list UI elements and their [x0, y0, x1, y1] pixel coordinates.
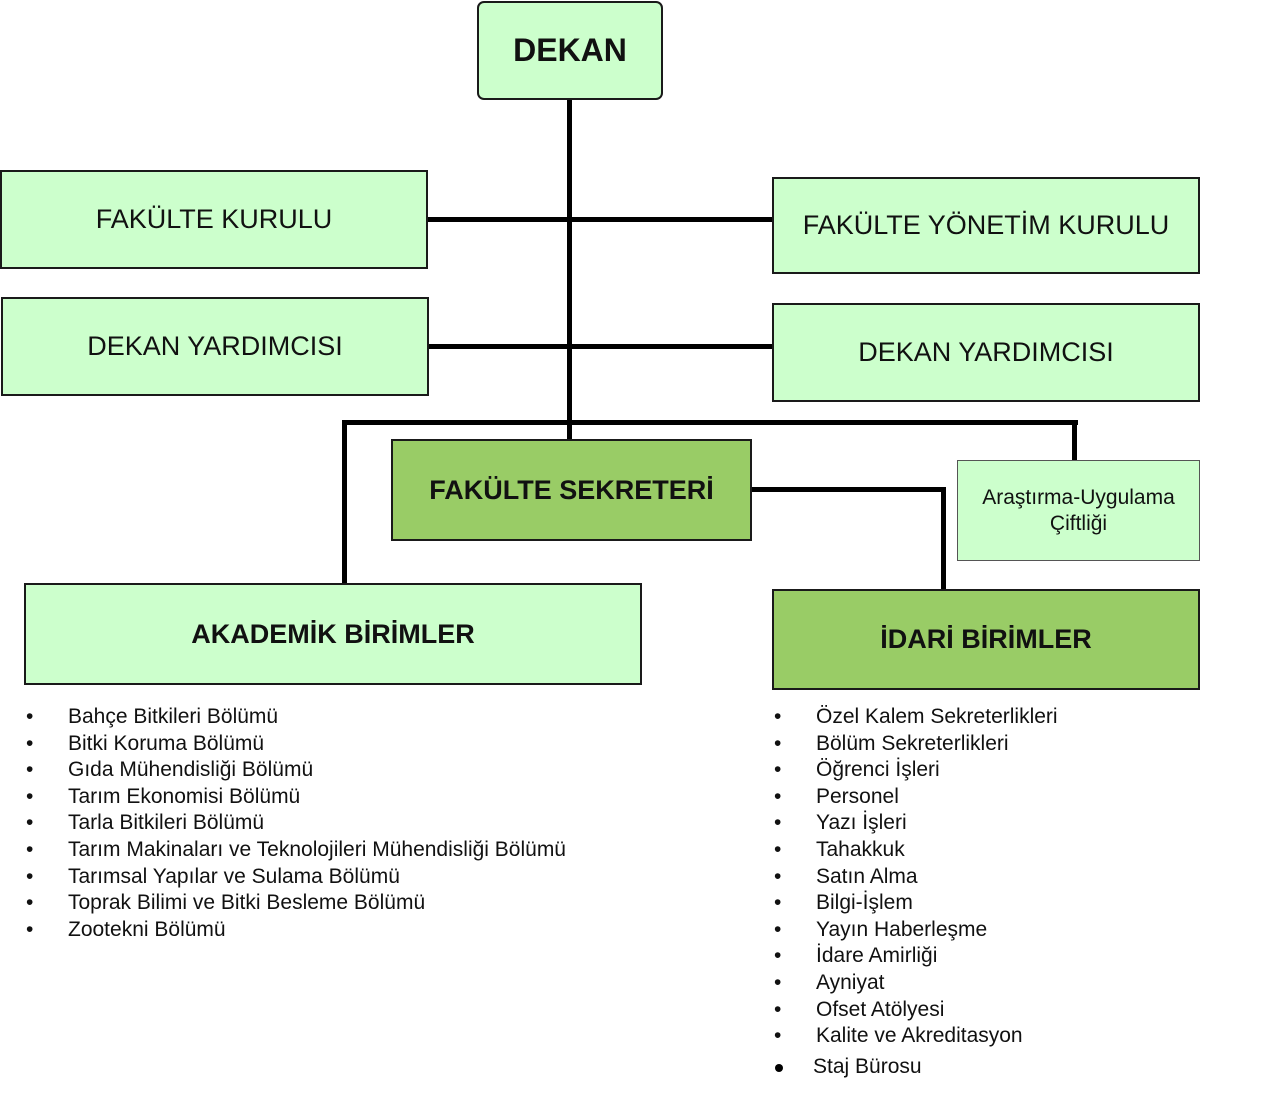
- bullet: •: [26, 891, 34, 915]
- connector-vice-deans: [428, 344, 773, 349]
- list-item: •Bahçe Bitkileri Bölümü: [26, 704, 566, 731]
- list-item: •Öğrenci İşleri: [774, 757, 1058, 784]
- bullet: •: [774, 917, 782, 941]
- bullet: •: [774, 758, 782, 782]
- bullet: •: [774, 784, 782, 808]
- list-item: •Bilgi-İşlem: [774, 890, 1058, 917]
- faculty-board-label: FAKÜLTE KURULU: [95, 204, 333, 234]
- connector-secretary-admin-horizontal: [750, 487, 946, 492]
- bullet: •: [774, 891, 782, 915]
- list-item: •Tarla Bitkileri Bölümü: [26, 810, 566, 837]
- academic-units-title: AKADEMİK BİRİMLER: [191, 618, 475, 649]
- vice-dean-left-label: DEKAN YARDIMCISI: [87, 331, 343, 361]
- bullet: •: [774, 864, 782, 888]
- vice-dean-right-box: DEKAN YARDIMCISI: [772, 303, 1200, 402]
- list-item: •Satın Alma: [774, 864, 1058, 891]
- bullet: •: [774, 1024, 782, 1048]
- list-item: •Tarım Makinaları ve Teknolojileri Mühen…: [26, 837, 566, 864]
- list-item: •Bitki Koruma Bölümü: [26, 731, 566, 758]
- executive-board-label: FAKÜLTE YÖNETİM KURULU: [802, 210, 1170, 240]
- list-item: •Tarım Ekonomisi Bölümü: [26, 784, 566, 811]
- list-item: •Ofset Atölyesi: [774, 997, 1058, 1024]
- administrative-units-list: •Özel Kalem Sekreterlikleri •Bölüm Sekre…: [774, 704, 1058, 1050]
- faculty-board-box: FAKÜLTE KURULU: [0, 170, 428, 269]
- list-item: •Gıda Mühendisliği Bölümü: [26, 757, 566, 784]
- administrative-units-title: İDARİ BİRİMLER: [880, 624, 1092, 654]
- list-item: •Toprak Bilimi ve Bitki Besleme Bölümü: [26, 890, 566, 917]
- connector-academic-drop: [342, 420, 347, 584]
- academic-units-list: •Bahçe Bitkileri Bölümü •Bitki Koruma Bö…: [26, 704, 566, 943]
- connector-secretary-admin-drop: [941, 487, 946, 590]
- list-item: •Ayniyat: [774, 970, 1058, 997]
- connector-trunk: [567, 99, 572, 440]
- bullet: •: [26, 784, 34, 808]
- list-item-label: Staj Bürosu: [813, 1055, 922, 1078]
- bullet: •: [774, 731, 782, 755]
- list-item: •Yazı İşleri: [774, 810, 1058, 837]
- executive-board-box: FAKÜLTE YÖNETİM KURULU: [772, 177, 1200, 274]
- bullet: •: [26, 811, 34, 835]
- list-item: •Tahakkuk: [774, 837, 1058, 864]
- list-item: •Zootekni Bölümü: [26, 917, 566, 944]
- list-item: •Personel: [774, 784, 1058, 811]
- bullet: •: [26, 917, 34, 941]
- faculty-secretary-box: FAKÜLTE SEKRETERİ: [391, 439, 752, 541]
- vice-dean-right-label: DEKAN YARDIMCISI: [858, 337, 1114, 367]
- bullet: •: [26, 864, 34, 888]
- faculty-secretary-label: FAKÜLTE SEKRETERİ: [429, 474, 714, 505]
- list-item: •Tarımsal Yapılar ve Sulama Bölümü: [26, 864, 566, 891]
- research-farm-box: Araştırma-Uygulama Çiftliği: [957, 460, 1200, 561]
- bullet: •: [774, 944, 782, 968]
- bullet: •: [774, 997, 782, 1021]
- bullet-dot-icon: [775, 1064, 783, 1072]
- list-item: •Yayın Haberleşme: [774, 917, 1058, 944]
- dean-label: DEKAN: [513, 32, 627, 68]
- list-item: •Bölüm Sekreterlikleri: [774, 731, 1058, 758]
- connector-branch-horizontal: [342, 420, 1078, 425]
- research-farm-line1: Araştırma-Uygulama: [982, 485, 1175, 509]
- connector-faculty-boards: [427, 217, 773, 222]
- research-farm-line2: Çiftliği: [1049, 511, 1108, 535]
- list-item: •Özel Kalem Sekreterlikleri: [774, 704, 1058, 731]
- bullet: •: [774, 837, 782, 861]
- list-item: •Kalite ve Akreditasyon: [774, 1023, 1058, 1050]
- bullet: •: [26, 837, 34, 861]
- dean-box: DEKAN: [477, 1, 663, 100]
- research-farm-label: Araştırma-Uygulama Çiftliği: [982, 485, 1175, 537]
- bullet: •: [774, 970, 782, 994]
- bullet: •: [26, 731, 34, 755]
- bullet: •: [774, 705, 782, 728]
- administrative-units-box: İDARİ BİRİMLER: [772, 589, 1200, 690]
- bullet: •: [26, 758, 34, 782]
- academic-units-box: AKADEMİK BİRİMLER: [24, 583, 642, 685]
- connector-farm-drop: [1072, 420, 1077, 461]
- bullet: •: [26, 705, 34, 728]
- list-item: •İdare Amirliği: [774, 943, 1058, 970]
- vice-dean-left-box: DEKAN YARDIMCISI: [1, 297, 429, 396]
- bullet: •: [774, 811, 782, 835]
